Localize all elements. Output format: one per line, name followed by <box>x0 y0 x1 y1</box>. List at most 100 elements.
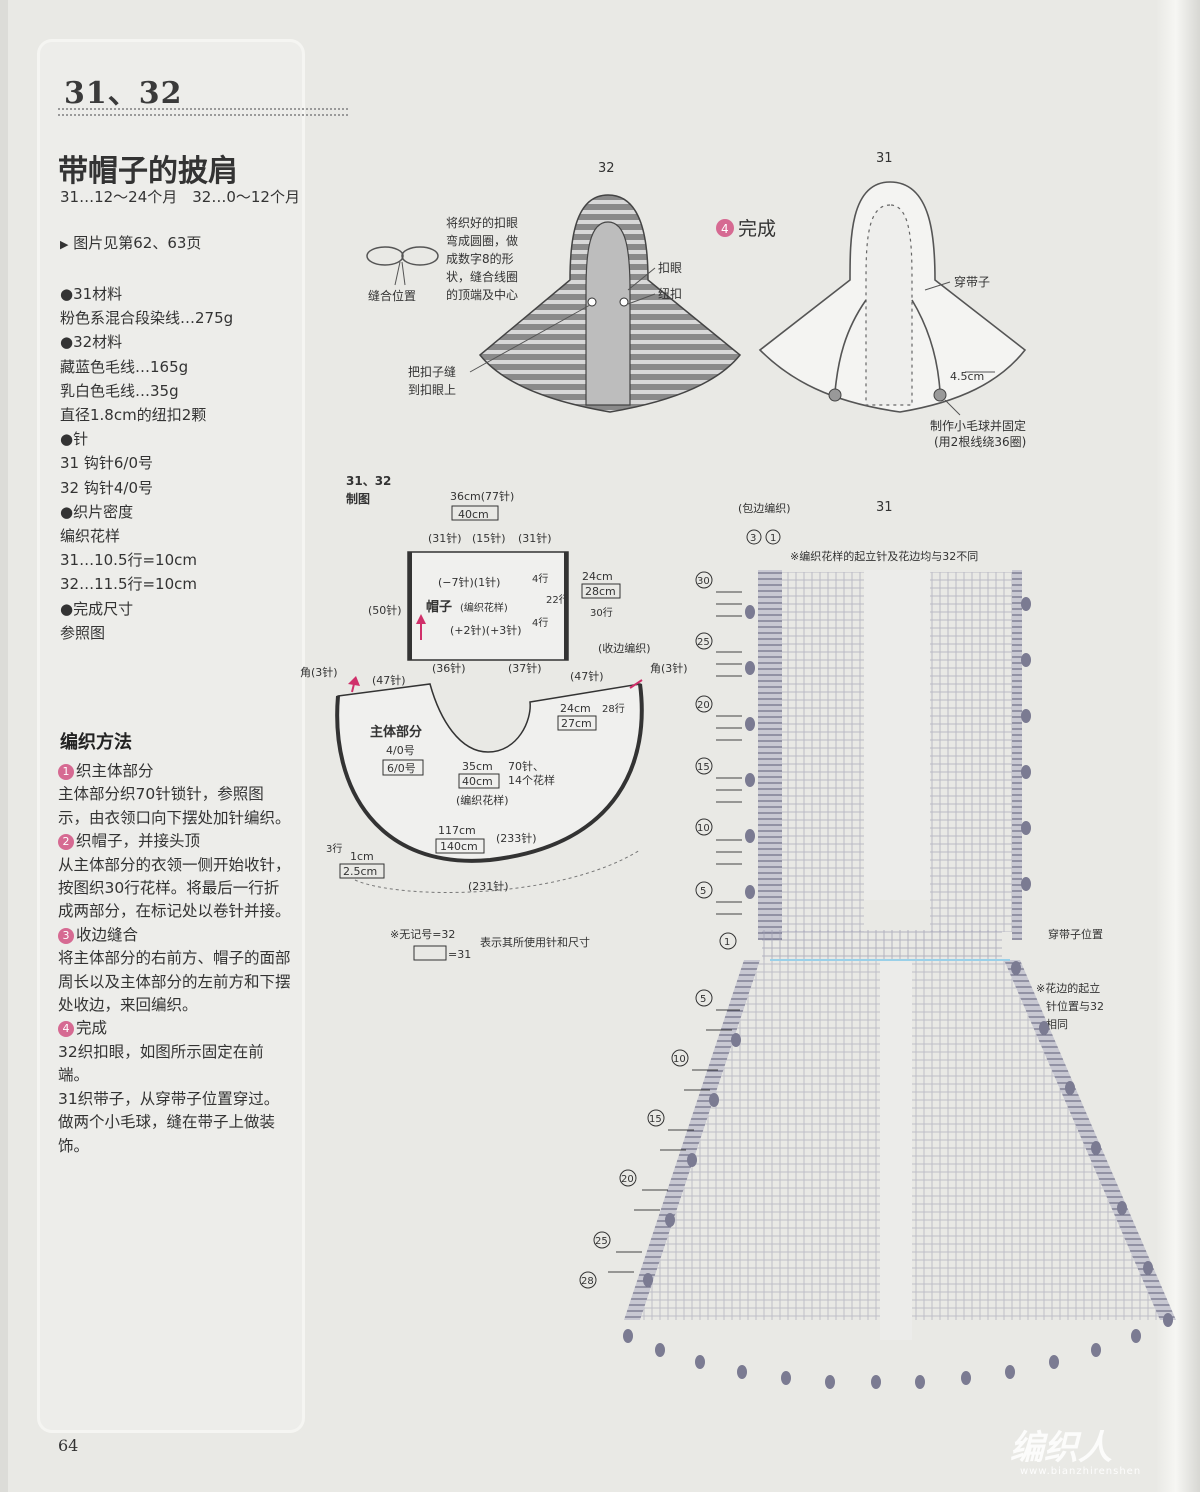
tie-position-label: 穿带子位置 <box>1048 927 1103 941</box>
loop-note: 将织好的扣眼 弯成圆圈，做 成数字8的形 状，缝合线圈 的顶端及中心 <box>446 215 522 302</box>
material-line: 藏蓝色毛线…165g <box>60 357 189 376</box>
chart-face-opening <box>864 570 930 900</box>
sew-button-note: 把扣子缝 到扣眼上 <box>408 364 460 397</box>
book-spine-shading <box>1156 0 1200 1492</box>
svg-text:25: 25 <box>697 637 710 648</box>
figure-32-cape: 32 缝合位置 将织好的扣眼 弯成圆圈，做 成数字8的形 状，缝合线圈 的顶端及… <box>366 161 742 413</box>
step-4-badge <box>716 219 734 237</box>
hood-width-31: 40cm <box>458 508 489 521</box>
sew-button-line1: 把扣子缝 <box>408 364 456 379</box>
rows-label: 3行 <box>326 842 342 855</box>
pointer-line <box>627 267 656 291</box>
divider <box>58 114 348 116</box>
stitch-count: (233针) <box>496 831 537 845</box>
material-line: 粉色系混合段染线…275g <box>60 309 234 328</box>
svg-text:10: 10 <box>673 1054 686 1065</box>
stitch-count: (47针) <box>570 669 604 683</box>
complete-label: 完成 <box>738 218 776 240</box>
legend-32: ※无记号=32 <box>390 928 455 941</box>
loop-note-line4: 状，缝合线圈 <box>446 269 518 284</box>
step-extra: 31织带子，从穿带子位置穿过。做两个小毛球，缝在带子上做装饰。 <box>58 1089 280 1155</box>
schematic-subtitle: 制图 <box>346 491 370 506</box>
loop-icon <box>366 246 404 266</box>
step-body: 将主体部分的右前方、帽子的面部周长以及主体部分的左前方和下摆处收边，来回编织。 <box>58 949 291 1015</box>
divider <box>58 108 348 110</box>
loop-note-line3: 成数字8的形 <box>446 251 514 266</box>
step-body: 从主体部分的衣领一侧开始收针，按图织30行花样。将最后一行折成两部分，在标记处以… <box>58 855 291 921</box>
body-pattern: (编织花样) <box>456 793 509 807</box>
step-number: 3 <box>58 927 74 944</box>
left-info-panel <box>40 42 302 1430</box>
fig32-label: 32 <box>598 161 615 176</box>
arrow-icon <box>629 679 643 689</box>
step-number: 2 <box>58 834 74 851</box>
svg-text:15: 15 <box>697 762 710 773</box>
stitch-chart-31: 31 (包边编织) 3 1 ※编织花样的起立针及花边均与32不同 穿带子位置 ※… <box>579 500 1176 1389</box>
stitch-count: (36针) <box>432 661 466 675</box>
stitch-count: (37针) <box>508 661 542 675</box>
age-range: 31…12～24个月 32…0～12个月 <box>60 188 300 206</box>
schematic-title: 31、32 <box>346 474 391 488</box>
pompom-size: 4.5cm <box>950 370 984 383</box>
svg-text:5: 5 <box>700 994 706 1005</box>
rows-label: 4行 <box>532 616 548 629</box>
stitch-count: (31针) <box>428 531 462 545</box>
buttonhole-label: 扣眼 <box>658 261 682 275</box>
picot-edge <box>623 597 1173 1389</box>
row-marker-num: 3 <box>750 533 756 544</box>
edge-label: (收边编织) <box>598 641 651 655</box>
cape-31-hood-opening <box>865 204 913 406</box>
rows-label: 4行 <box>532 572 548 585</box>
step-head: 完成 <box>76 1019 108 1038</box>
hook-size-31: 6/0号 <box>387 762 416 775</box>
row-marker <box>765 529 781 545</box>
watermark-logo: 编织人 <box>1010 1428 1112 1468</box>
svg-text:20: 20 <box>621 1174 634 1185</box>
pompom-icon <box>828 388 842 402</box>
chart-hood-right <box>930 572 1014 932</box>
tie-string <box>911 299 941 393</box>
hood-pattern: (编织花样) <box>460 601 508 614</box>
size-box <box>581 583 621 599</box>
pointer-line <box>944 399 961 416</box>
corner-label: 角(3针) <box>300 665 338 679</box>
step-body: 主体部分织70针锁针，参照图示，由衣领口向下摆处加针编织。 <box>58 785 291 827</box>
chart-note2-line1: ※花边的起立 <box>1036 981 1100 995</box>
size-box <box>458 773 500 789</box>
stitch-count: (31针) <box>518 531 552 545</box>
pointer-line <box>394 261 406 286</box>
material-line: ●完成尺寸 <box>60 599 134 618</box>
neck-stitches: 70针、 <box>508 759 544 773</box>
tie-label: 穿带子 <box>954 274 990 289</box>
hem-width: 117cm <box>438 824 476 837</box>
rows-label: 28行 <box>602 702 625 715</box>
sew-position-label: 缝合位置 <box>368 288 416 303</box>
step-4-number: 4 <box>721 222 729 236</box>
chart-edge-right <box>1004 960 1176 1320</box>
chart-edge-column <box>758 570 782 940</box>
button-icon <box>619 297 629 307</box>
legend-31: =31 <box>448 948 471 961</box>
watermark-url: www.bianzhirenshen <box>1020 1466 1142 1477</box>
body-height-31: 27cm <box>561 717 592 730</box>
legend-box <box>413 945 447 961</box>
legend-note: 表示其所使用针和尺寸 <box>480 935 590 949</box>
corner-label: 角(3针) <box>650 661 688 675</box>
edge-width: 1cm <box>350 850 374 863</box>
arrow-icon <box>348 676 360 686</box>
body-label: 主体部分 <box>370 724 422 740</box>
page-number: 64 <box>58 1436 79 1455</box>
size-box <box>382 759 424 776</box>
materials-list: ●31材料 粉色系混合段染线…275g ●32材料 藏蓝色毛线…165g 乳白色… <box>60 282 233 645</box>
picture-reference-text: 图片见第62、63页 <box>73 234 202 252</box>
material-line: ●织片密度 <box>60 502 134 521</box>
size-box <box>451 505 499 521</box>
svg-text:1: 1 <box>724 937 730 948</box>
pointer-line <box>627 293 656 305</box>
stitch-count: (47针) <box>372 673 406 687</box>
row-numbers-top: 30 25 20 15 10 5 1 <box>695 571 737 950</box>
step-number: 1 <box>58 764 74 780</box>
